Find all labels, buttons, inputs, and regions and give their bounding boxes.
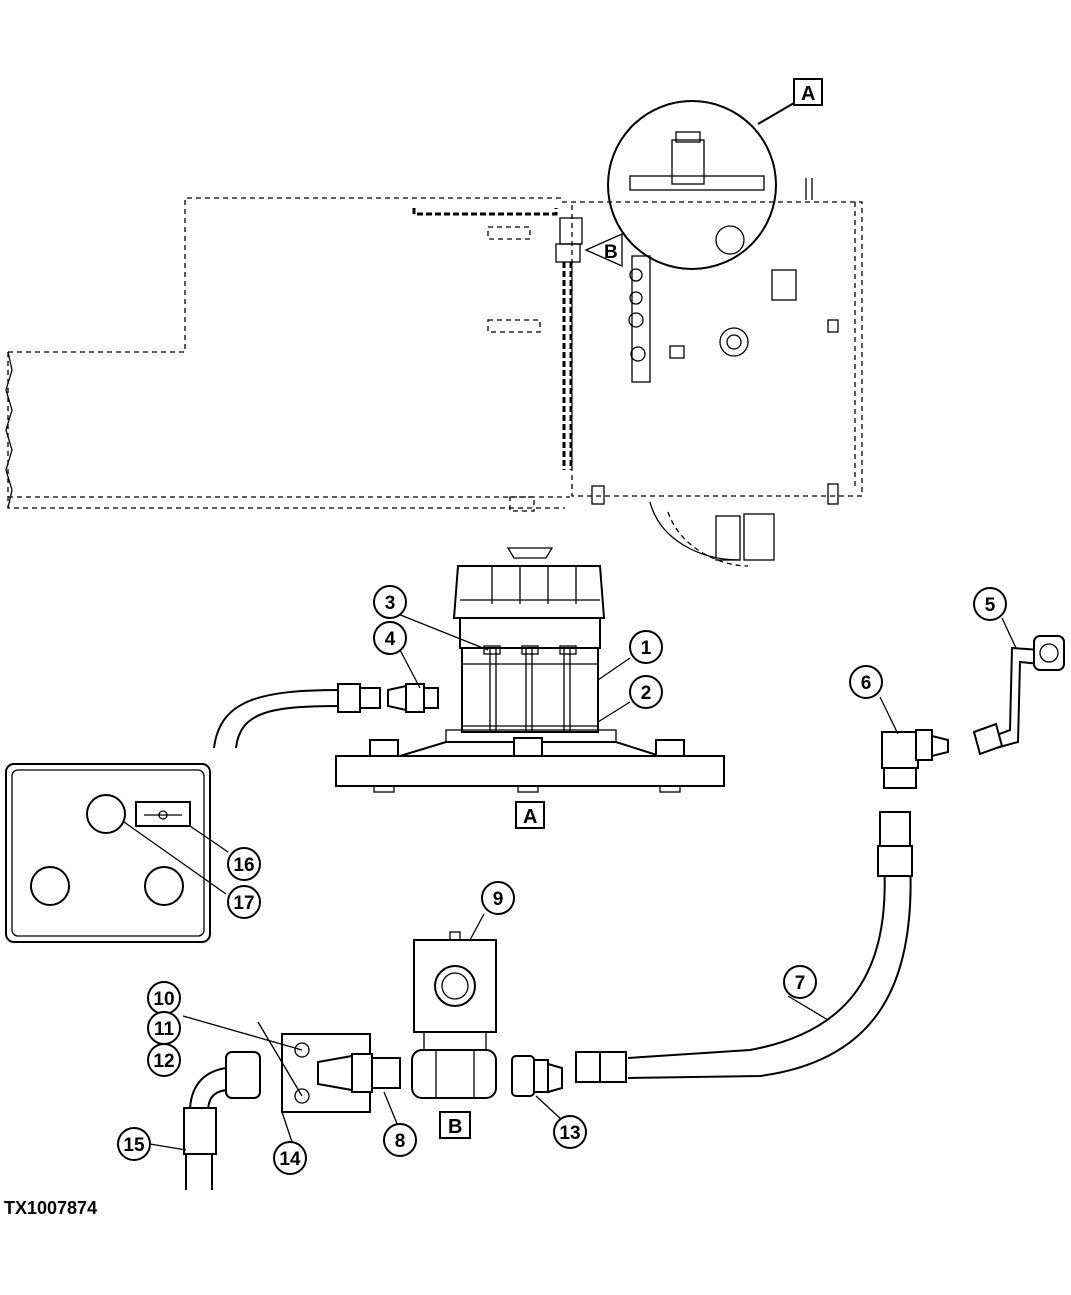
part-9-valve: B [411, 931, 497, 1139]
callout-12: 12 [147, 1043, 181, 1077]
callout-9: 9 [481, 881, 515, 915]
callout-15: 15 [117, 1127, 151, 1161]
tank-components: B [555, 217, 839, 567]
callout-17: 17 [227, 885, 261, 919]
part-15-hose [183, 1051, 261, 1190]
svg-text:8: 8 [395, 1131, 406, 1152]
svg-text:13: 13 [559, 1123, 580, 1144]
callout-8: 8 [383, 1123, 417, 1157]
svg-text:16: 16 [233, 855, 254, 876]
svg-text:3: 3 [385, 593, 396, 614]
filter-assembly: A [213, 547, 725, 829]
svg-text:B: B [604, 242, 618, 263]
callout-5: 5 [973, 587, 1007, 621]
callout-11: 11 [147, 1011, 181, 1045]
callout-6: 6 [849, 665, 883, 699]
svg-text:17: 17 [233, 893, 254, 914]
indicator-panel [5, 763, 211, 943]
callout-4: 4 [373, 621, 407, 655]
svg-text:5: 5 [985, 595, 996, 616]
part-13-fitting [511, 1055, 563, 1097]
svg-text:4: 4 [385, 629, 396, 650]
svg-text:1: 1 [641, 638, 652, 659]
view-label-b: B [448, 1116, 462, 1138]
machine-outline [5, 197, 863, 512]
figure-id: TX1007874 [4, 1198, 97, 1218]
leader-lines [123, 613, 1017, 1151]
svg-text:10: 10 [153, 989, 174, 1010]
callout-16: 16 [227, 847, 261, 881]
callout-3: 3 [373, 585, 407, 619]
callout-13: 13 [553, 1115, 587, 1149]
svg-text:12: 12 [153, 1051, 174, 1072]
callout-7: 7 [783, 965, 817, 999]
part-5-pipe [972, 635, 1065, 756]
callout-10: 10 [147, 981, 181, 1015]
svg-text:14: 14 [279, 1149, 301, 1170]
callout-14: 14 [273, 1141, 307, 1175]
part-14-block [281, 1033, 401, 1113]
svg-text:7: 7 [795, 973, 806, 994]
view-label-a-top: A [801, 83, 815, 105]
part-6-elbow [881, 729, 949, 789]
svg-text:9: 9 [493, 889, 504, 910]
svg-text:11: 11 [154, 1019, 175, 1040]
detail-circle-a: A [607, 78, 823, 270]
view-label-a: A [523, 806, 537, 828]
svg-text:15: 15 [123, 1135, 145, 1156]
svg-text:2: 2 [641, 683, 652, 704]
callout-2: 2 [629, 675, 663, 709]
svg-text:6: 6 [861, 673, 872, 694]
callout-1: 1 [629, 630, 663, 664]
part-7-hose [575, 811, 913, 1083]
hydraulic-lines-dashed [412, 208, 573, 470]
